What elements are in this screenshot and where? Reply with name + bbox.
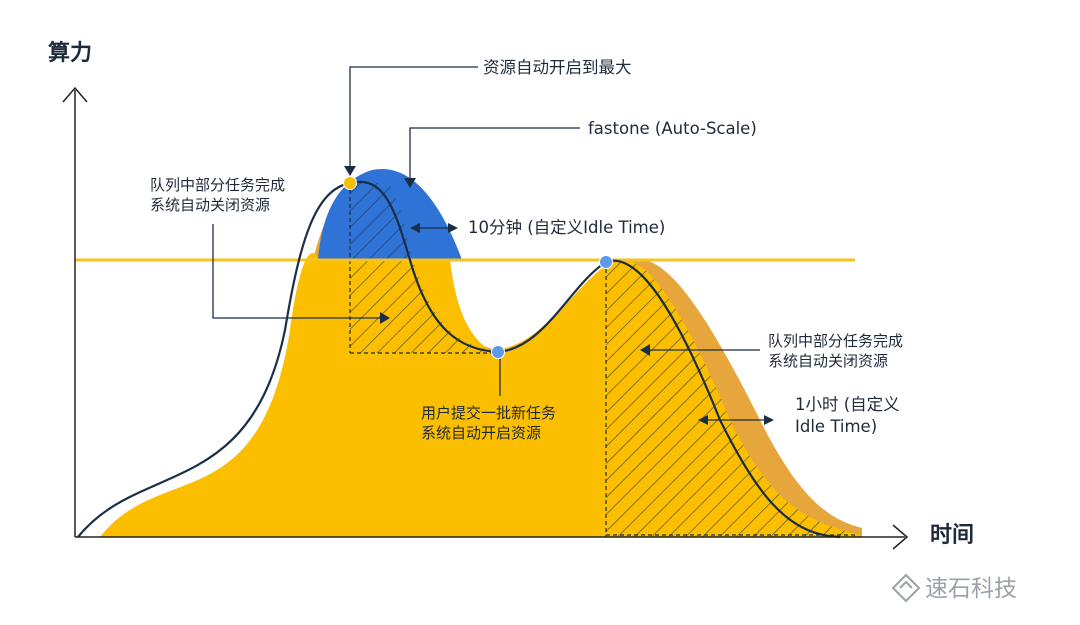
idle-1h-arrow-left-icon [698,415,708,425]
leader-queue-done-left [212,224,380,319]
idle-1h-arrow-right-icon [764,415,774,425]
second-peak-marker [599,255,613,269]
callout-submit-batch-2: 系统自动开启资源 [421,424,541,442]
y-axis-arrow-icon [62,86,88,103]
watermark-logo-inner-icon [899,580,913,589]
callout-submit-batch-1: 用户提交一批新任务 [421,404,556,422]
peak-start-marker [343,176,357,190]
watermark-logo-icon [891,573,921,603]
y-axis-title: 算力 [48,40,92,66]
x-axis-arrow-icon [892,524,909,550]
arrowhead-queue-done-left-icon [380,312,390,324]
watermark: 速石科技 [891,573,1017,603]
callout-queue-done-left-1: 队列中部分任务完成 [150,176,285,194]
idle-10min-arrow-right-icon [448,223,458,233]
leader-fastone [409,127,580,180]
leader-max-resources [349,66,478,166]
callout-queue-done-left-2: 系统自动关闭资源 [150,196,270,214]
callout-max-resources: 资源自动开启到最大 [483,58,632,77]
submit-batch-marker [491,345,505,359]
callout-idle-1h-1: 1小时 (自定义 [795,395,900,414]
callout-idle-10min: 10分钟 (自定义Idle Time) [468,218,665,237]
arrowhead-fastone-icon [404,178,416,188]
watermark-text: 速石科技 [925,576,1017,602]
callout-fastone: fastone (Auto-Scale) [588,119,757,138]
arrowhead-max-resources-icon [344,166,356,176]
workload-curve [77,180,841,539]
x-axis-title: 时间 [930,523,974,548]
callout-queue-done-right-2: 系统自动关闭资源 [768,352,888,370]
callout-idle-1h-2: Idle Time) [795,417,877,436]
idle-10min-arrow-left-icon [410,223,420,233]
callout-queue-done-right-1: 队列中部分任务完成 [768,332,903,350]
arrowhead-queue-done-right-icon [640,344,650,356]
